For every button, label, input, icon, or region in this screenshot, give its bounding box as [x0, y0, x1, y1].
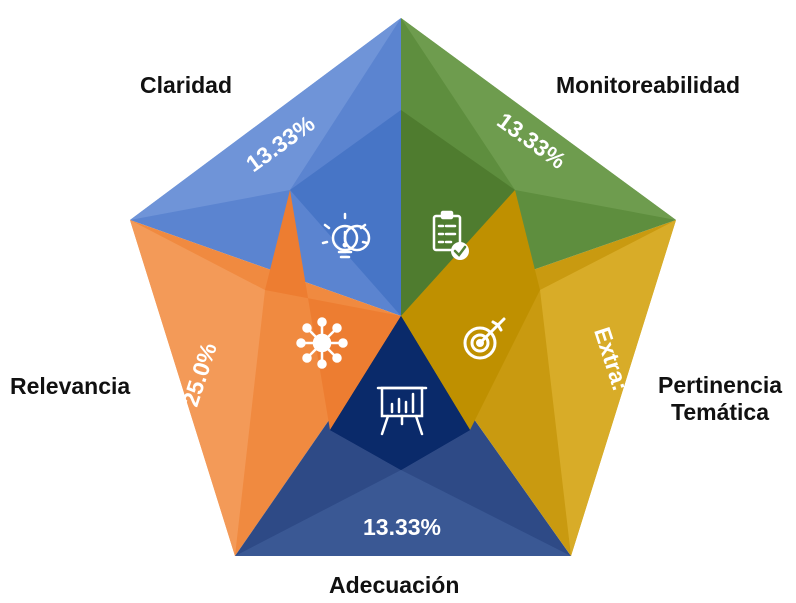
adecuacion-label: Adecuación — [329, 572, 460, 598]
inner-pertinencia — [401, 190, 540, 430]
facet-shading — [130, 18, 676, 556]
lightbulb-idea-icon — [321, 212, 371, 259]
presentation-chart-icon — [376, 386, 428, 436]
clipboard-checklist-icon — [432, 210, 469, 260]
target-arrow-icon — [463, 317, 506, 360]
claridad-label: Claridad — [140, 72, 233, 98]
pertinencia-label: Pertinencia Temática — [658, 372, 782, 426]
inner-relevancia — [265, 190, 401, 430]
adecuacion-value-label: 13.33% — [363, 514, 441, 540]
monitoreabilidad-label: Monitoreabilidad — [556, 72, 740, 98]
inner-monitoreabilidad — [401, 110, 515, 316]
relevancia-label: Relevancia — [10, 373, 131, 399]
inner-adecuacion — [330, 316, 470, 470]
pertinencia-label-line1: Pertinencia — [658, 372, 782, 398]
pertinencia-label-line2: Temática — [670, 399, 769, 425]
network-hub-icon — [296, 317, 348, 369]
